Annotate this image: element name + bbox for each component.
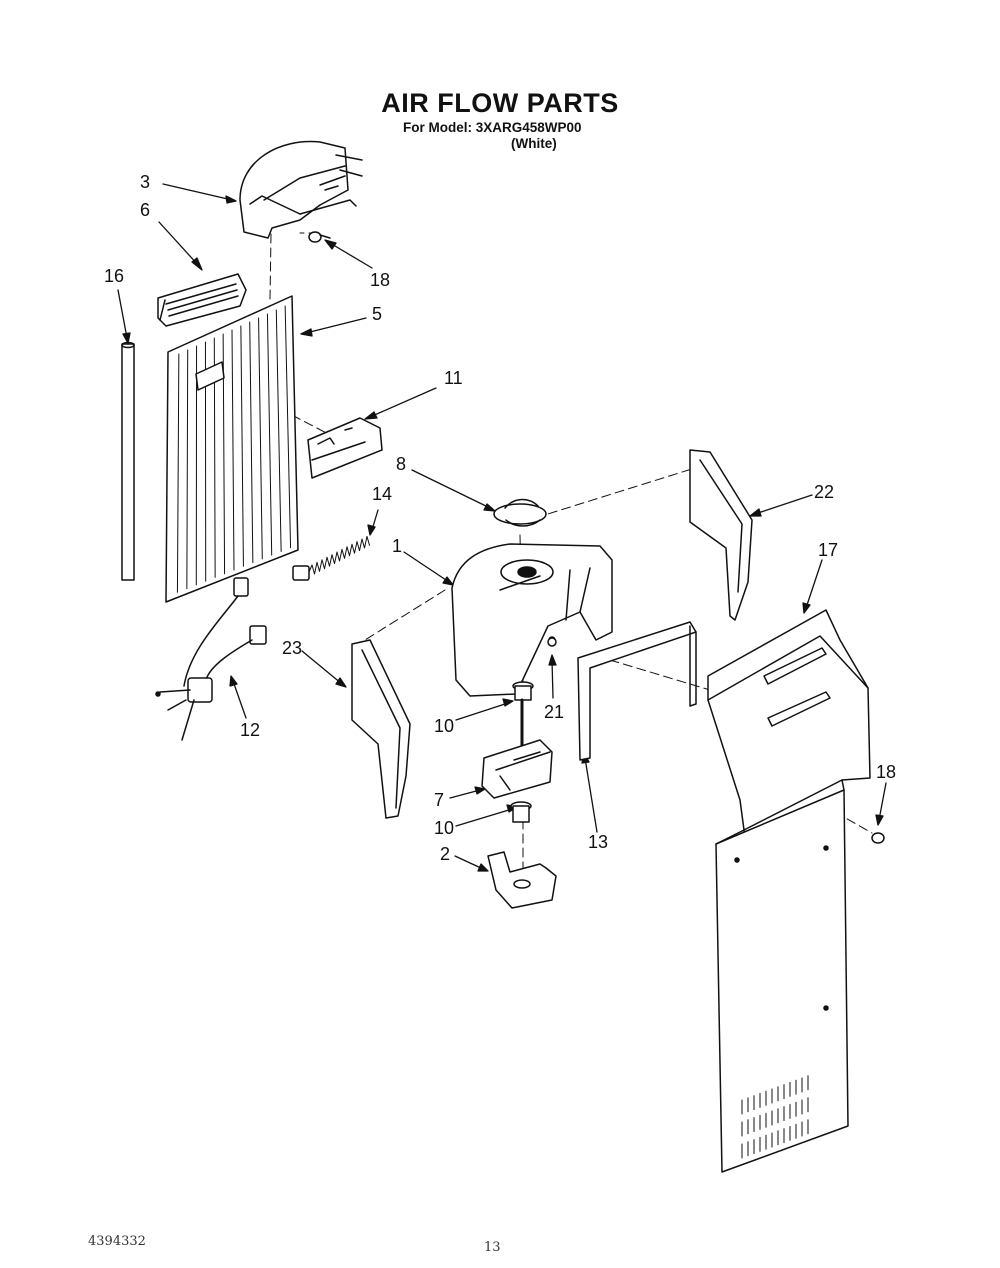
callout-18-bottom: 18 xyxy=(876,762,897,782)
color-line: (White) xyxy=(511,136,557,151)
callout-5: 5 xyxy=(372,304,383,324)
callout-3: 3 xyxy=(140,172,151,192)
part-14-heater xyxy=(292,535,370,581)
panel-rib xyxy=(186,349,189,590)
panel-rib xyxy=(231,329,235,571)
part-18-screw-bottom xyxy=(871,832,885,844)
callout-16: 16 xyxy=(104,266,125,286)
part-8-fan-blade xyxy=(493,498,547,527)
part-3-upper-duct xyxy=(239,140,363,239)
panel-rib xyxy=(240,325,244,567)
callout-14: 14 xyxy=(372,484,393,504)
part-17-duct-cover xyxy=(707,609,871,1173)
panel-rib xyxy=(266,313,273,556)
panel-rib xyxy=(258,317,263,560)
part-10-grommet-bottom xyxy=(510,801,532,823)
part-11-bracket xyxy=(307,417,383,479)
part-5-evaporator-cover xyxy=(165,295,299,603)
part-13-u-channel xyxy=(577,621,697,761)
model-line: For Model: 3XARG458WP00 xyxy=(403,120,582,135)
callout-10-bottom: 10 xyxy=(434,818,455,838)
callout-1: 1 xyxy=(392,536,403,556)
callout-23: 23 xyxy=(282,638,303,658)
part-12-wiring xyxy=(155,577,267,741)
part-21-nut xyxy=(547,637,557,647)
callout-8: 8 xyxy=(396,454,407,474)
page-number: 13 xyxy=(484,1240,501,1255)
model-subtitle: For Model: 3XARG458WP00 (White) xyxy=(403,120,582,151)
callout-11: 11 xyxy=(444,368,463,388)
panel-rib xyxy=(275,309,282,552)
callout-2: 2 xyxy=(440,844,451,864)
part-23-left-baffle xyxy=(351,639,411,819)
part-10-grommet-top xyxy=(512,681,534,701)
callout-18-top: 18 xyxy=(370,270,391,290)
callout-7: 7 xyxy=(434,790,445,810)
part-1-fan-shroud xyxy=(451,543,613,697)
document-number: 4394332 xyxy=(88,1234,146,1249)
panel-rib xyxy=(284,305,292,549)
panel-rib xyxy=(249,321,254,564)
leader-lines xyxy=(117,183,887,872)
callout-13: 13 xyxy=(588,832,609,852)
callout-21: 21 xyxy=(544,702,565,722)
callout-6: 6 xyxy=(140,200,151,220)
part-7-fan-motor xyxy=(481,698,553,799)
part-6-grille xyxy=(157,273,247,327)
part-22-right-baffle xyxy=(689,449,753,621)
part-18-screw-top xyxy=(308,231,331,243)
callout-10-top: 10 xyxy=(434,716,455,736)
callout-12: 12 xyxy=(240,720,261,740)
callout-17: 17 xyxy=(818,540,839,560)
part-16-rod xyxy=(121,341,135,581)
panel-rib xyxy=(176,353,180,593)
diagram-title: AIR FLOW PARTS xyxy=(381,88,619,118)
part-2-motor-bracket xyxy=(487,851,557,909)
callout-22: 22 xyxy=(814,482,835,502)
